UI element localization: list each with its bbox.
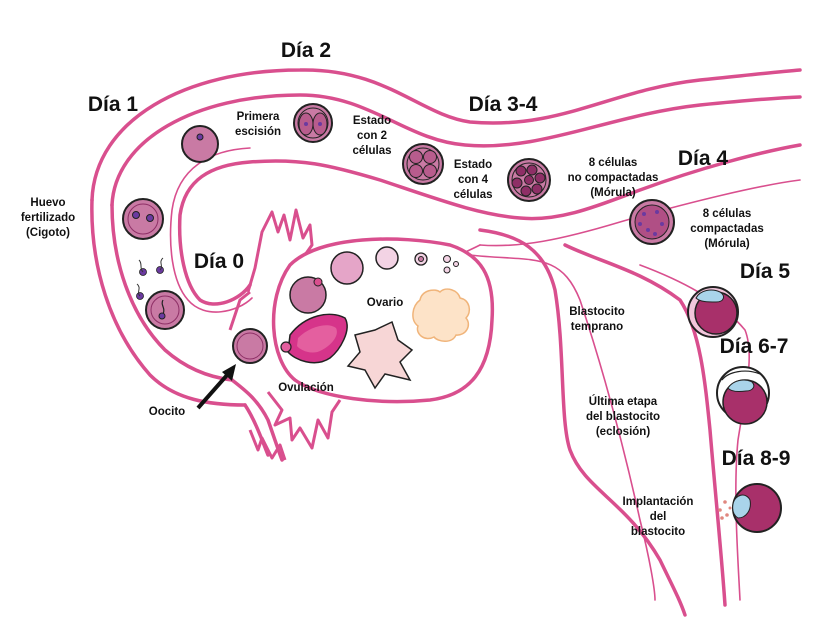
labels: Día 1 Día 2 Día 3-4 Día 4 Día 0 Día 5 Dí… xyxy=(21,39,791,538)
eight-cell-compacted xyxy=(629,199,675,245)
hatching-label-line-2: del blastocito xyxy=(586,411,660,423)
two-cell-label-line-1: Estado xyxy=(353,115,391,127)
day-2-label: Día 2 xyxy=(281,39,331,62)
fimbriae xyxy=(228,208,342,461)
oocyte-cell xyxy=(232,328,268,364)
eight-uncompacted-label-line-1: 8 células xyxy=(589,157,638,169)
zygote-label-line-1: Huevo xyxy=(30,197,65,209)
follicle-4 xyxy=(443,255,451,263)
day-5-label: Día 5 xyxy=(740,260,791,283)
eight-compacted-label-line-1: 8 células xyxy=(703,208,752,220)
implantation-label-line-1: Implantación xyxy=(623,496,694,508)
first-cleavage-label-line-1: Primera xyxy=(237,111,280,123)
hatching-label-line-1: Última etapa xyxy=(589,395,658,408)
corpus-luteum xyxy=(346,320,414,390)
day-3-4-label: Día 3-4 xyxy=(469,93,538,116)
corpus-albicans xyxy=(412,288,471,342)
sperm-cells xyxy=(136,257,164,300)
early-blastocyst-label-line-1: Blastocito xyxy=(569,306,625,318)
eight-compacted-label-line-3: (Mórula) xyxy=(704,238,750,250)
four-cell-label-line-2: con 4 xyxy=(458,174,489,186)
day-6-7-label: Día 6-7 xyxy=(720,335,789,358)
implantation-label-line-3: blastocito xyxy=(631,526,685,538)
hatching-label-line-3: (eclosión) xyxy=(596,426,650,438)
ovary xyxy=(271,237,495,404)
four-cell-embryo xyxy=(402,143,444,185)
eight-uncompacted-label-line-3: (Mórula) xyxy=(590,187,636,199)
two-cell-label-line-2: con 2 xyxy=(357,130,387,142)
four-cell-label-line-1: Estado xyxy=(454,159,492,171)
eight-compacted-label-line-2: compactadas xyxy=(690,223,764,235)
zygote-label-line-2: fertilizado xyxy=(21,212,75,224)
zygote-label-line-3: (Cigoto) xyxy=(26,227,70,239)
eight-cell-uncompacted xyxy=(507,158,551,202)
hatching-blastocyst-cell xyxy=(716,366,770,425)
two-cell-embryo xyxy=(293,103,333,143)
day-1-label: Día 1 xyxy=(88,93,139,116)
implanting-blastocyst-cell xyxy=(718,483,782,533)
early-blastocyst-cell xyxy=(687,286,739,338)
oocyte-label: Oocito xyxy=(149,406,185,418)
day-0-label: Día 0 xyxy=(194,250,244,273)
day-4-label: Día 4 xyxy=(678,147,729,170)
two-cell-label-line-3: células xyxy=(353,145,392,157)
four-cell-label-line-3: células xyxy=(454,189,493,201)
follicle-1 xyxy=(330,251,364,285)
eight-uncompacted-label-line-2: no compactadas xyxy=(568,172,659,184)
implantation-label-line-2: del xyxy=(650,511,667,523)
zygote-cell-top xyxy=(181,125,219,163)
day-8-9-label: Día 8-9 xyxy=(722,447,791,470)
first-cleavage-label-line-2: escisión xyxy=(235,126,281,138)
zygote-cell xyxy=(122,198,164,240)
oocyte-arrow xyxy=(196,364,236,410)
fertilizing-cell xyxy=(145,290,185,330)
ovary-label: Ovario xyxy=(367,297,403,309)
ovulation-label: Ovulación xyxy=(278,382,334,394)
follicle-2 xyxy=(375,246,399,270)
early-blastocyst-label-line-2: temprano xyxy=(571,321,623,333)
